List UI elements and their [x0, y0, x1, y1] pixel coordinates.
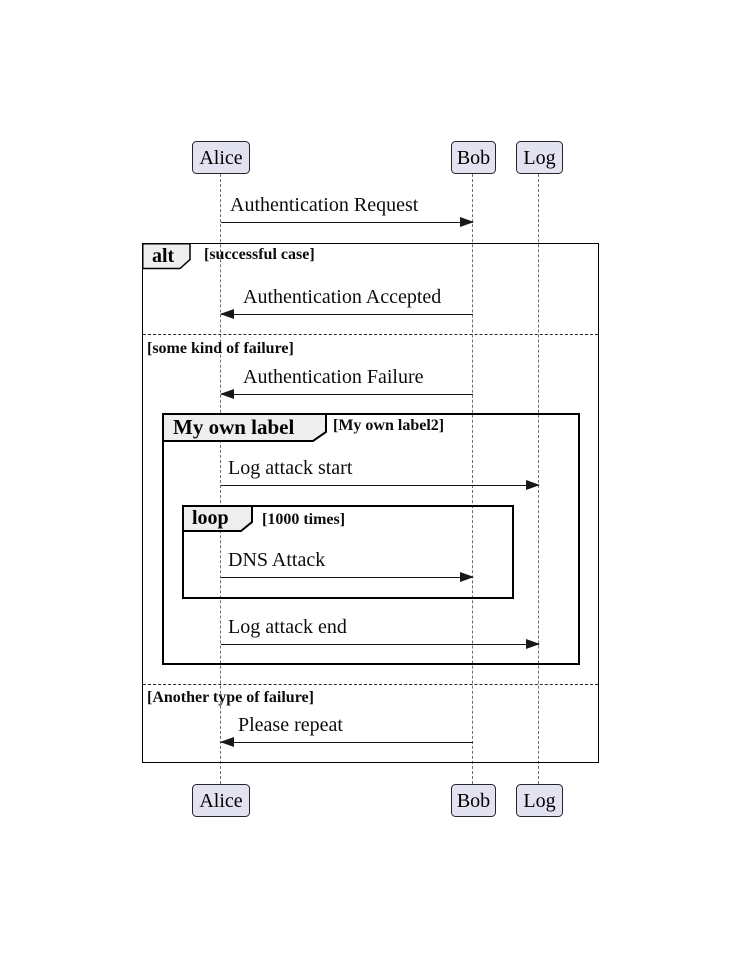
message-label: DNS Attack [228, 549, 326, 571]
lifeline-bob [472, 174, 473, 784]
arrowhead-left-icon [220, 309, 234, 320]
alt-guard-label: [successful case] [204, 246, 315, 263]
participant-bob-top: Bob [451, 141, 496, 174]
message-arrow-line [221, 644, 539, 645]
alt-keyword-shape [142, 243, 192, 275]
message-label: Authentication Request [230, 194, 419, 216]
participant-log-top: Log [516, 141, 563, 174]
group-guard-label: [My own label2] [333, 417, 445, 434]
message-arrow-line [221, 394, 473, 395]
message-log-attack-start: Log attack start [221, 456, 540, 491]
message-label: Authentication Failure [243, 366, 424, 388]
participant-label: Bob [456, 146, 491, 169]
message-dns-attack: DNS Attack [221, 548, 474, 583]
participant-log-bottom: Log [516, 784, 563, 817]
message-please-repeat: Please repeat [220, 713, 473, 748]
message-arrow-line [221, 314, 473, 315]
message-arrow-line [221, 485, 539, 486]
arrowhead-left-icon [220, 389, 234, 400]
loop-keyword-shape [182, 505, 255, 538]
message-label: Log attack start [228, 457, 353, 479]
participant-label: Bob [456, 789, 491, 812]
message-authentication-failure: Authentication Failure [220, 365, 473, 400]
participant-bob-bottom: Bob [451, 784, 496, 817]
alt-frame [142, 243, 599, 763]
message-log-attack-end: Log attack end [221, 615, 540, 650]
arrowhead-right-icon [460, 572, 474, 583]
group-keyword-shape [162, 413, 329, 448]
arrowhead-right-icon [526, 639, 540, 650]
participant-label: Alice [199, 789, 243, 812]
message-arrow-line [221, 222, 473, 223]
alt-section-divider [143, 334, 598, 335]
alt-section-label: [Another type of failure] [147, 689, 314, 706]
message-arrow-line [221, 742, 473, 743]
message-authentication-accepted: Authentication Accepted [220, 285, 473, 320]
message-authentication-request: Authentication Request [221, 193, 474, 228]
arrowhead-left-icon [220, 737, 234, 748]
loop-keyword-label: loop [192, 507, 229, 529]
participant-label: Alice [199, 146, 243, 169]
participant-label: Log [523, 146, 556, 169]
message-label: Please repeat [238, 714, 343, 736]
message-arrow-line [221, 577, 473, 578]
participant-alice-bottom: Alice [192, 784, 250, 817]
alt-section-divider [143, 684, 598, 685]
group-frame [162, 413, 580, 665]
lifeline-alice [220, 174, 221, 784]
arrowhead-right-icon [526, 480, 540, 491]
alt-section-label: [some kind of failure] [147, 340, 294, 357]
loop-guard-label: [1000 times] [262, 511, 346, 528]
group-keyword-label: My own label [173, 415, 295, 439]
loop-frame [182, 505, 514, 599]
arrowhead-right-icon [460, 217, 474, 228]
lifeline-log [538, 174, 539, 784]
message-label: Authentication Accepted [243, 286, 442, 308]
participant-alice-top: Alice [192, 141, 250, 174]
message-label: Log attack end [228, 616, 347, 638]
participant-label: Log [523, 789, 556, 812]
alt-keyword-label: alt [152, 245, 175, 267]
